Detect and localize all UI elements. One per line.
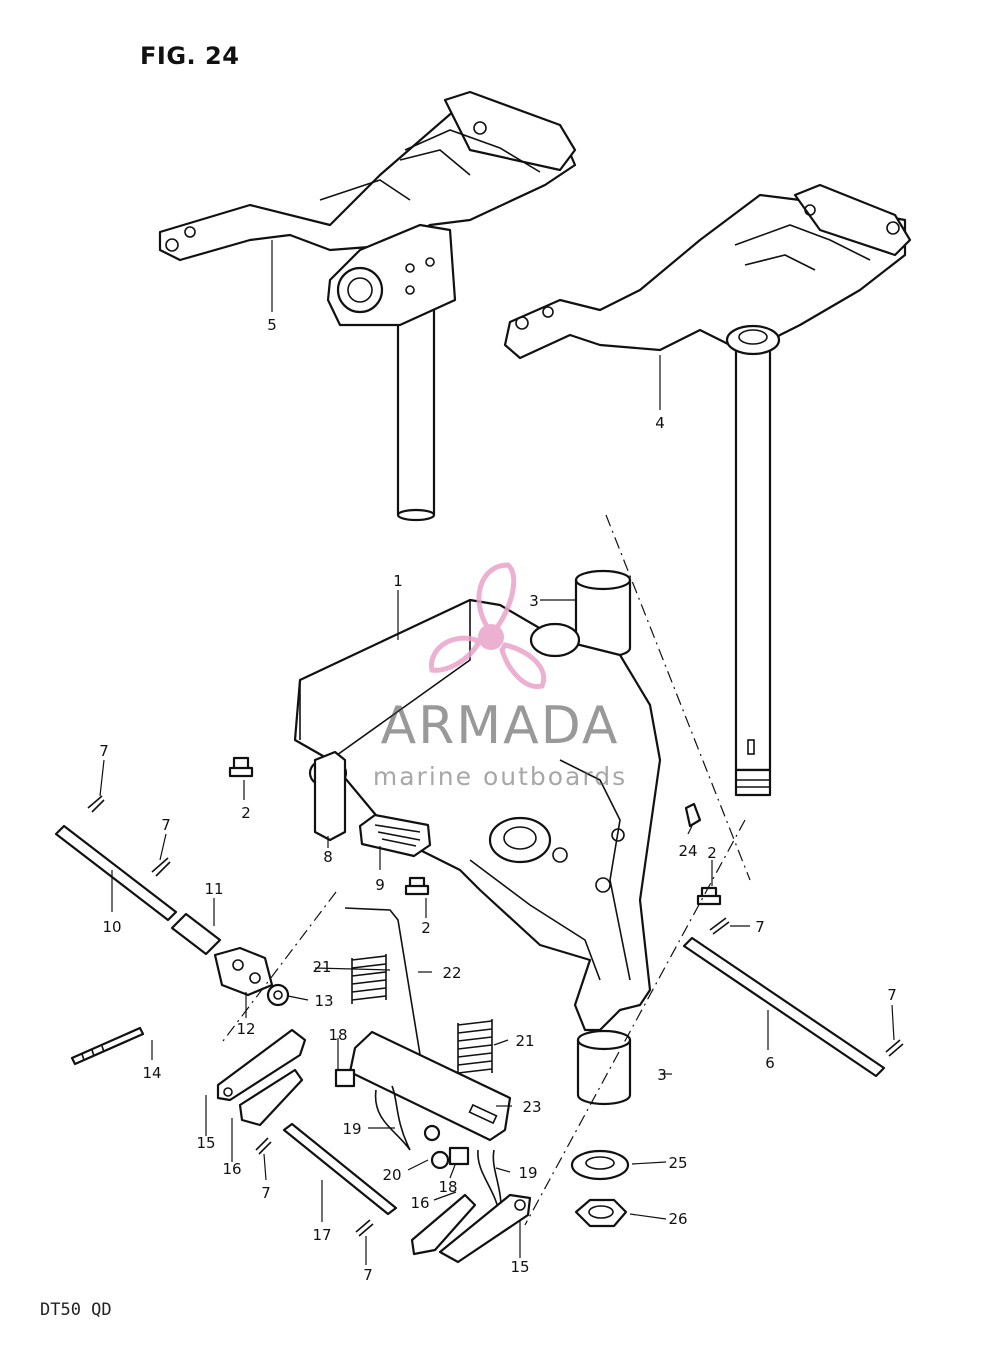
callout-12: 12 [236, 1020, 255, 1038]
part-1-swivel-case [293, 598, 662, 1032]
part-10-rod [54, 824, 178, 922]
part-19-spring-wire-a [374, 1085, 411, 1151]
callout-25: 25 [668, 1154, 687, 1172]
callout-19: 19 [518, 1164, 537, 1182]
part-3-upper-bushing [574, 569, 632, 659]
part-23-plate [348, 1030, 512, 1142]
callouts: 1 2 2 2 3 3 4 5 6 7 7 7 7 7 7 8 9 10 11 … [99, 316, 897, 1284]
part-25-washer [570, 1149, 630, 1181]
callout-3: 3 [529, 592, 539, 610]
part-17-shaft [282, 1122, 398, 1216]
part-2-grease-nipple-a [228, 756, 254, 778]
part-4-steering-bracket-long [503, 183, 912, 797]
part-13-washer [266, 983, 290, 1007]
callout-23: 23 [522, 1098, 541, 1116]
assembly-line-a [605, 514, 751, 881]
part-21-spring-b [457, 1019, 493, 1077]
part-16-lever-b [410, 1193, 477, 1256]
part-20-washer [423, 1124, 450, 1170]
assembly-line-b [219, 891, 337, 1046]
callout-26: 26 [668, 1210, 687, 1228]
callout-24: 24 [678, 842, 697, 860]
callout-7: 7 [363, 1266, 373, 1284]
part-18-bushing-b [448, 1146, 470, 1166]
part-18-bushing-a [334, 1068, 356, 1088]
part-7-pin-c [709, 917, 730, 935]
part-7-pin-e [255, 1137, 272, 1155]
callout-20: 20 [382, 1166, 401, 1184]
callout-2: 2 [241, 804, 251, 822]
callout-2: 2 [421, 919, 431, 937]
callout-7: 7 [261, 1184, 271, 1202]
callout-18: 18 [438, 1178, 457, 1196]
part-11-collar [170, 912, 222, 956]
callout-17: 17 [312, 1226, 331, 1244]
part-7-pin-b [151, 857, 171, 877]
figure-title: FIG. 24 [140, 42, 240, 70]
part-12-lock [213, 946, 274, 997]
callout-16: 16 [410, 1194, 429, 1212]
callout-3: 3 [657, 1066, 667, 1084]
callout-10: 10 [102, 918, 121, 936]
propeller-logo-icon [429, 562, 547, 689]
callout-7: 7 [99, 742, 109, 760]
callout-9: 9 [375, 876, 385, 894]
part-5-steering-bracket [158, 90, 577, 522]
part-2-grease-nipple-b [404, 876, 430, 896]
callout-22: 22 [442, 964, 461, 982]
callout-2: 2 [707, 844, 717, 862]
part-16-lever-a [238, 1068, 304, 1127]
part-2-grease-nipple-c [696, 886, 722, 906]
model-code: DT50 QD [40, 1300, 112, 1320]
part-8-bushing [313, 750, 347, 842]
assembly-line-c [524, 819, 746, 1226]
part-6-rod [682, 936, 886, 1078]
part-3-lower-bushing [576, 1029, 632, 1106]
callout-4: 4 [655, 414, 665, 432]
part-15-lever-b [438, 1193, 532, 1264]
part-7-pin-a [87, 795, 105, 813]
part-21-spring-a [351, 954, 387, 1004]
callout-21: 21 [312, 958, 331, 976]
part-9-pad [358, 813, 432, 858]
callout-15: 15 [196, 1134, 215, 1152]
part-7-pin-d [885, 1039, 904, 1057]
callout-7: 7 [755, 918, 765, 936]
part-7-pin-f [355, 1219, 374, 1237]
callout-15: 15 [510, 1258, 529, 1276]
callout-8: 8 [323, 848, 333, 866]
part-26-nut [574, 1198, 628, 1228]
callout-21: 21 [515, 1032, 534, 1050]
callout-1: 1 [393, 572, 403, 590]
watermark-tagline: marine outboards [372, 762, 628, 791]
callout-16: 16 [222, 1160, 241, 1178]
callout-7: 7 [161, 816, 171, 834]
callout-13: 13 [314, 992, 333, 1010]
callout-7: 7 [887, 986, 897, 1004]
callout-19: 19 [342, 1120, 361, 1138]
leader-lines [99, 240, 895, 1265]
callout-5: 5 [267, 316, 277, 334]
part-22-rod [344, 907, 426, 1086]
part-15-lever-a [216, 1028, 307, 1102]
callout-14: 14 [142, 1064, 161, 1082]
callout-6: 6 [765, 1054, 775, 1072]
callout-18: 18 [328, 1026, 347, 1044]
part-14-bolt [70, 1026, 145, 1066]
watermark-brand: ARMADA [380, 696, 620, 756]
part-24-stopper [684, 802, 702, 828]
callout-11: 11 [204, 880, 223, 898]
